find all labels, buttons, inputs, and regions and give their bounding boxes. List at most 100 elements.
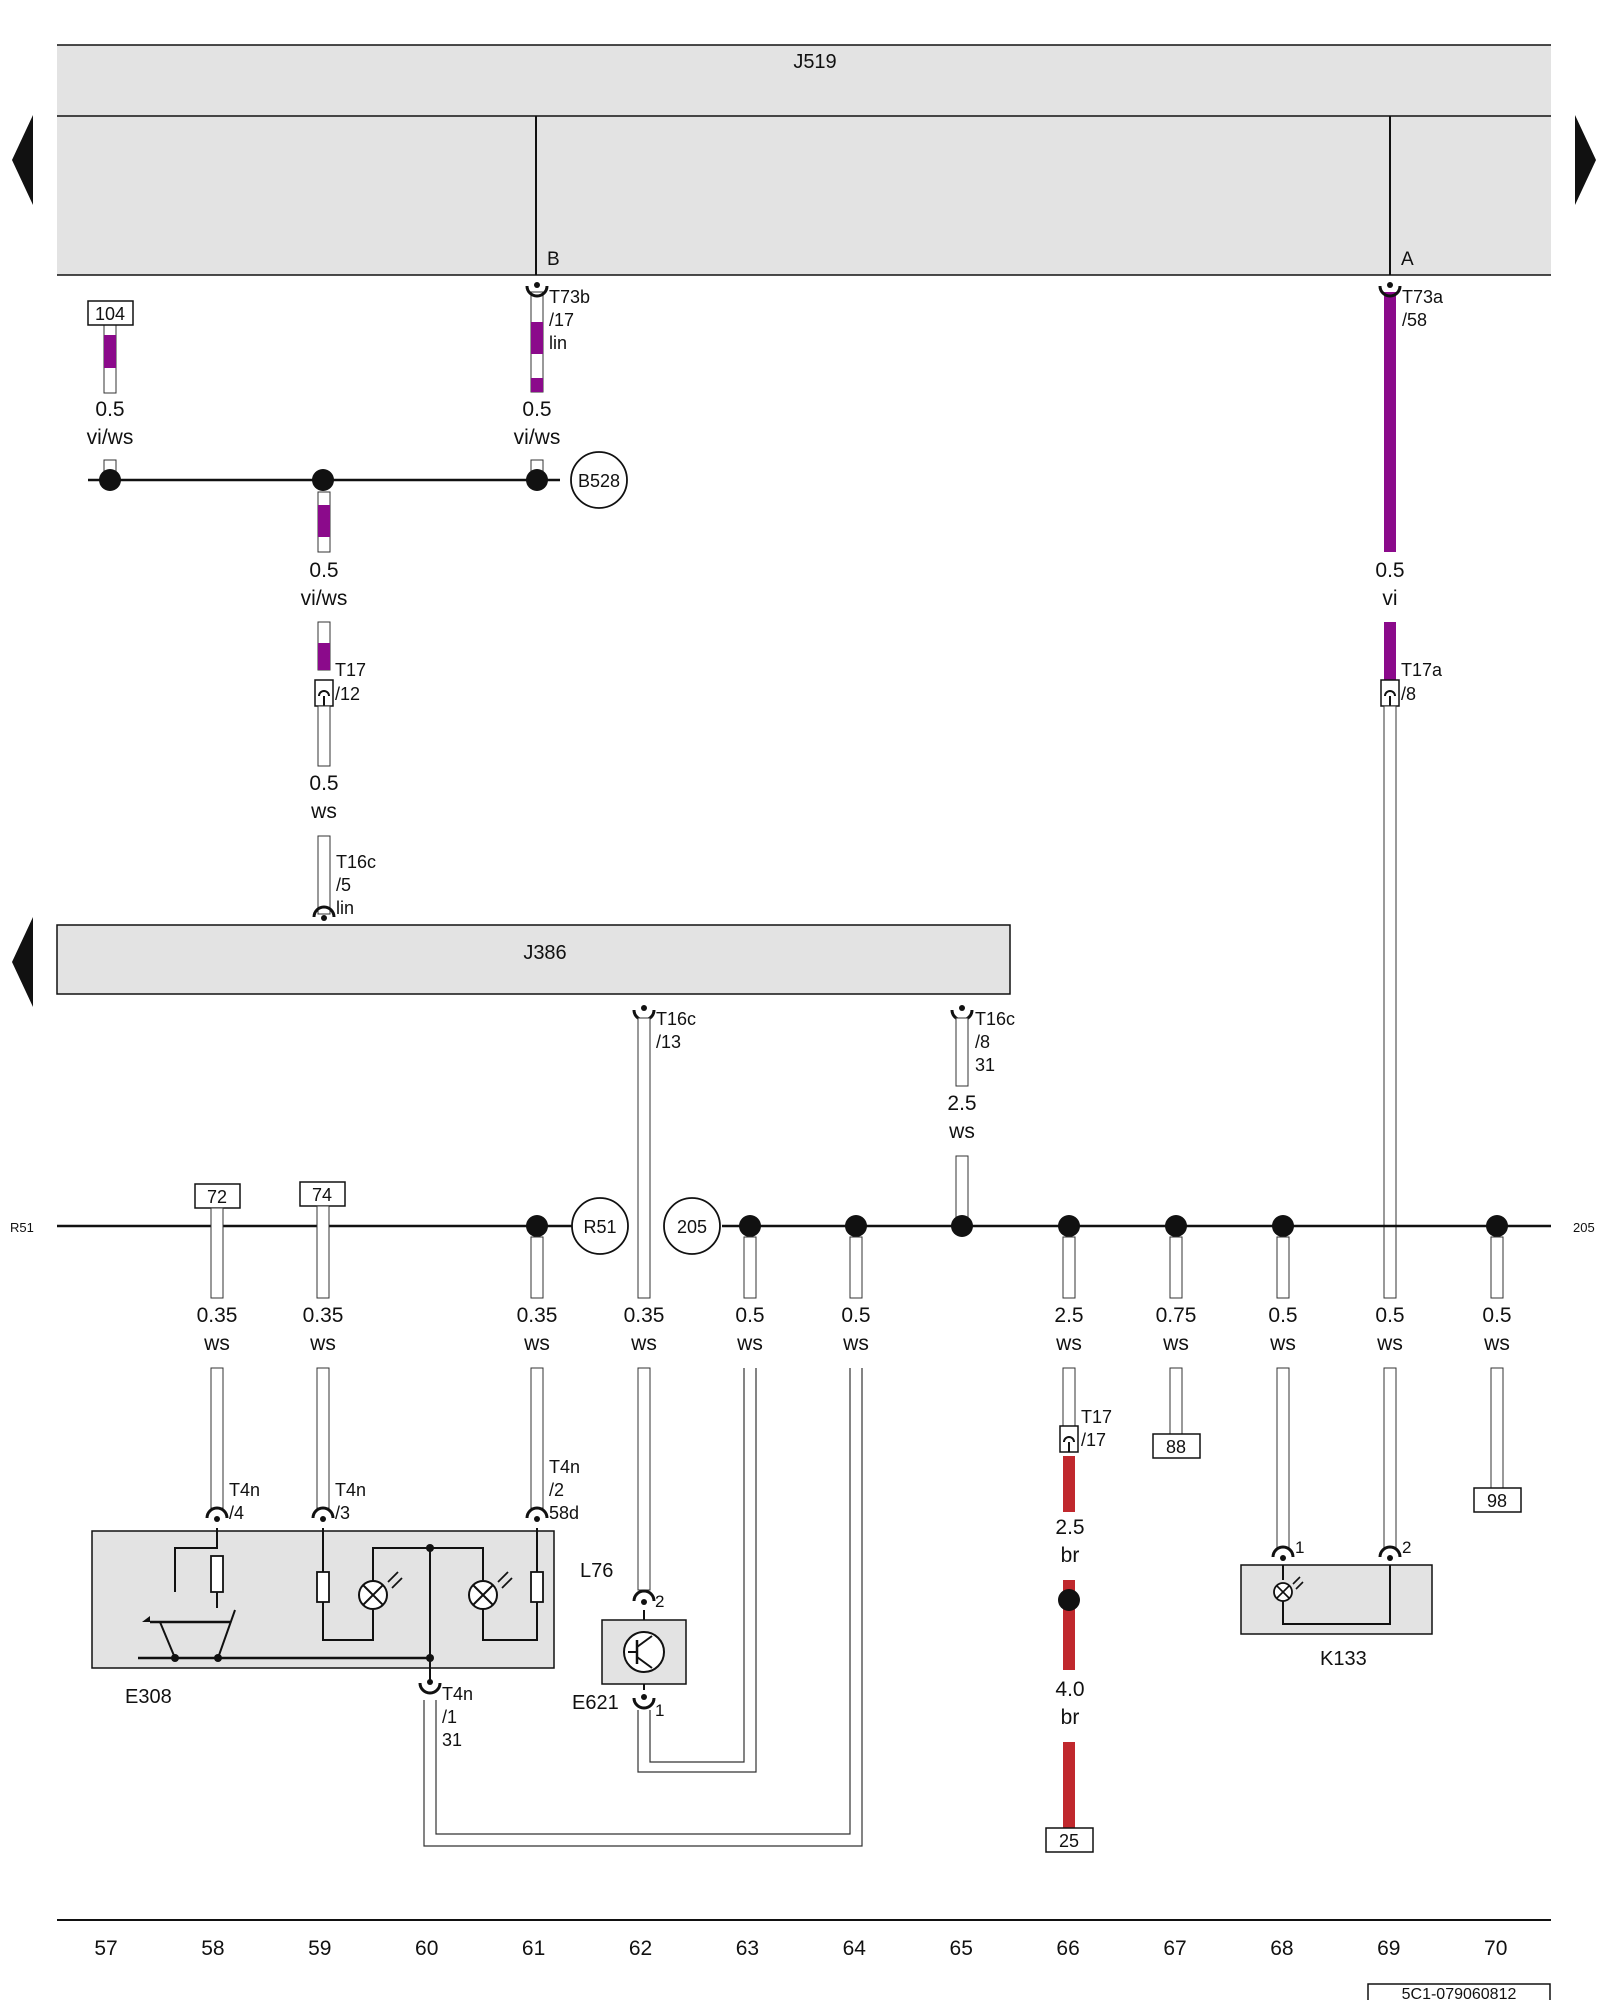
wire-t73a-color: vi xyxy=(1382,587,1397,610)
prev-page-arrow-icon[interactable] xyxy=(12,115,33,205)
ref-104-label: 104 xyxy=(95,304,125,324)
ground-bus: R51 205 R51 205 xyxy=(10,1197,1595,1255)
wire-t16c8-size: 2.5 xyxy=(947,1092,976,1115)
wire-104: 104 0.5 vi/ws xyxy=(87,300,134,481)
j386-module: J386 xyxy=(56,924,1011,995)
t73b-conn: T73b xyxy=(549,287,590,307)
ref-98-label: 98 xyxy=(1487,1491,1507,1511)
t73b-pin: /17 xyxy=(549,310,574,330)
wire-66-brown: T17 /17 2.5 br 4.0 br 25 xyxy=(1045,1367,1112,1853)
t17a-8-conn: T17a xyxy=(1401,660,1443,680)
w66br4-color: br xyxy=(1061,1706,1080,1729)
wire-104-color: vi/ws xyxy=(87,426,134,449)
wire-t73a: T73a /58 0.5 vi T17a /8 xyxy=(1375,282,1444,1299)
t4n-4-conn: T4n xyxy=(229,1480,260,1500)
t73b-sig: lin xyxy=(549,333,567,353)
ref-25-label: 25 xyxy=(1059,1831,1079,1851)
t16c-8-conn: T16c xyxy=(975,1009,1015,1029)
ref-104-box xyxy=(87,300,134,326)
w70-color: ws xyxy=(1483,1332,1510,1355)
e621-label: E621 xyxy=(572,1692,619,1714)
e308-component: E308 xyxy=(91,1528,555,1708)
grid-number: 57 xyxy=(94,1937,117,1960)
w69-size: 0.5 xyxy=(1375,1304,1404,1327)
ref-72-label: 72 xyxy=(207,1187,227,1207)
e621-pin2: 2 xyxy=(655,1592,664,1611)
w63-color: ws xyxy=(736,1332,763,1355)
doc-id-box xyxy=(1367,1983,1551,2000)
t4n-4-pin: /4 xyxy=(229,1503,244,1523)
b528-bus: B528 xyxy=(88,451,628,509)
t16c-13-conn: T16c xyxy=(656,1009,696,1029)
w70-size: 0.5 xyxy=(1482,1304,1511,1327)
e621-component: L76 E621 xyxy=(572,1560,687,1714)
t4n-2-pin: /2 xyxy=(549,1480,564,1500)
ref-88-label: 88 xyxy=(1166,1437,1186,1457)
w67-color: ws xyxy=(1162,1332,1189,1355)
grid-number: 60 xyxy=(415,1937,438,1960)
grid-number: 66 xyxy=(1056,1937,1079,1960)
k133-component: K133 xyxy=(1240,1564,1433,1670)
left-edge-label: R51 xyxy=(10,1220,34,1235)
w69-color: ws xyxy=(1376,1332,1403,1355)
wire-labels-row: 0.35 ws 0.35 ws 0.35 ws 0.35 ws 0.5 ws 0… xyxy=(197,1304,1512,1355)
w68-size: 0.5 xyxy=(1268,1304,1297,1327)
grid-number: 65 xyxy=(950,1937,973,1960)
wire-b528-color: vi/ws xyxy=(301,587,348,610)
t16c-8-sig: 31 xyxy=(975,1055,995,1075)
ref-72: 72 xyxy=(194,1183,241,1299)
grid-number: 70 xyxy=(1484,1937,1507,1960)
wire-t73b: T73b /17 lin 0.5 vi/ws xyxy=(514,282,590,481)
wire-t16c8: T16c /8 31 2.5 ws xyxy=(947,1005,1015,1227)
wire-t73b-size: 0.5 xyxy=(522,398,551,421)
w58-color: ws xyxy=(203,1332,230,1355)
t17-17-pin: /17 xyxy=(1081,1430,1106,1450)
t4n-1-sig: 31 xyxy=(442,1730,462,1750)
wire-t16c8-color: ws xyxy=(948,1120,975,1143)
t4n-2-sig: 58d xyxy=(549,1503,579,1523)
t4n-1-conn: T4n xyxy=(442,1684,473,1704)
t17-12-pin: /12 xyxy=(335,684,360,704)
wire-b528-size: 0.5 xyxy=(309,559,338,582)
grid-number: 62 xyxy=(629,1937,652,1960)
grid-number: 63 xyxy=(736,1937,759,1960)
grid-number: 67 xyxy=(1163,1937,1186,1960)
j519-module: J519 B A xyxy=(57,44,1551,276)
ref-74-label: 74 xyxy=(312,1185,332,1205)
grid-number: 59 xyxy=(308,1937,331,1960)
next-page-arrow-icon[interactable] xyxy=(1575,115,1596,205)
t17a-8-pin: /8 xyxy=(1401,684,1416,704)
wire-t16c5-color: ws xyxy=(310,800,337,823)
wire-104-size: 0.5 xyxy=(95,398,124,421)
k133-pin1: 1 xyxy=(1295,1538,1304,1557)
w58-size: 0.35 xyxy=(197,1304,238,1327)
k133-label: K133 xyxy=(1320,1648,1367,1670)
t4n-3-pin: /3 xyxy=(335,1503,350,1523)
b528-label: B528 xyxy=(578,471,620,491)
l76-label: L76 xyxy=(580,1560,613,1582)
w67-size: 0.75 xyxy=(1156,1304,1197,1327)
r51-label: R51 xyxy=(583,1217,616,1237)
j386-label: J386 xyxy=(523,942,566,964)
w63-size: 0.5 xyxy=(735,1304,764,1327)
k133-pin2: 2 xyxy=(1402,1538,1411,1557)
t73a-conn: T73a xyxy=(1402,287,1444,307)
t4n-1-pin: /1 xyxy=(442,1707,457,1727)
t16c-5-pin: /5 xyxy=(336,875,351,895)
e621-pin1: 1 xyxy=(655,1701,664,1720)
w64-color: ws xyxy=(842,1332,869,1355)
w66br4-size: 4.0 xyxy=(1055,1678,1084,1701)
grid-number: 61 xyxy=(522,1937,545,1960)
wire-t16c13: T16c /13 xyxy=(632,1005,696,1299)
t16c-13-pin: /13 xyxy=(656,1032,681,1052)
wire-t73a-size: 0.5 xyxy=(1375,559,1404,582)
ref-74: 74 xyxy=(299,1181,346,1299)
w66-color: ws xyxy=(1055,1332,1082,1355)
prev-page-arrow-j386-icon[interactable] xyxy=(12,917,33,1007)
w64-size: 0.5 xyxy=(841,1304,870,1327)
e308-label: E308 xyxy=(125,1686,172,1708)
w62-size: 0.35 xyxy=(624,1304,665,1327)
t17-12-conn: T17 xyxy=(335,660,366,680)
